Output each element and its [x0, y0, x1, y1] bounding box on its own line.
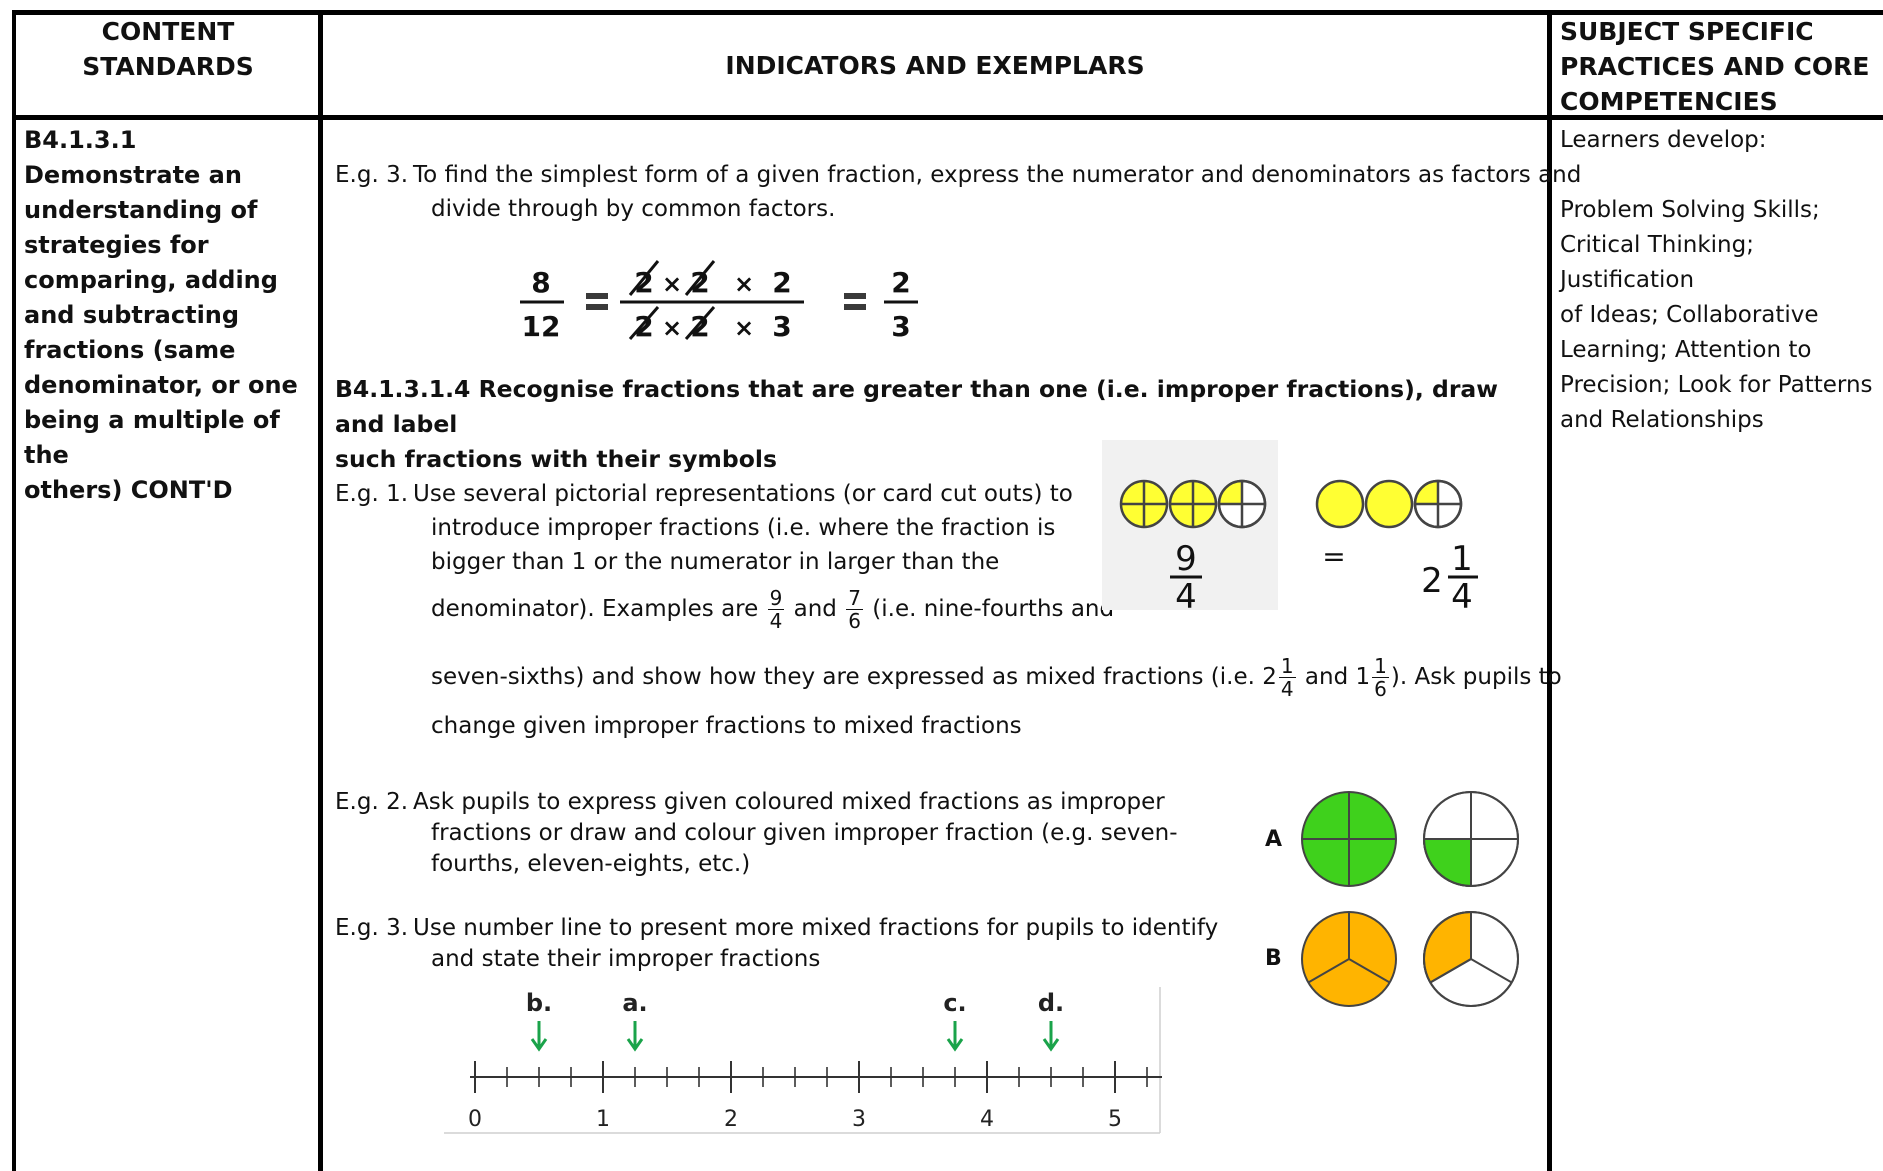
eq-mid-num-x2: ×: [734, 270, 754, 298]
example-number-line: E.g. 3. Use number line to present more …: [335, 915, 1219, 972]
example-coloured-fractions: E.g. 2. Ask pupils to express given colo…: [335, 789, 1178, 877]
row-label-b: B: [1265, 946, 1282, 971]
number-line-marker-label: c.: [943, 989, 966, 1017]
indicator-code: B4.1.3.1.4: [335, 375, 471, 403]
number-line-marker-label: b.: [526, 989, 552, 1017]
table-left-border: [12, 10, 16, 1171]
orange-whole-circle: [1301, 911, 1397, 1007]
number-line-marker-arrow: [626, 1021, 644, 1052]
eq-right-num: 2: [891, 266, 910, 299]
column-divider-1: [318, 10, 323, 1171]
number-line-tick-label: 2: [724, 1107, 738, 1132]
circles-right: [1315, 479, 1463, 529]
number-line-marker-label: a.: [622, 989, 647, 1017]
eq-left-den: 12: [522, 310, 561, 343]
number-line-marker-label: d.: [1038, 989, 1064, 1017]
figure-equals: =: [1322, 540, 1345, 573]
eq-mid-num-3: 2: [772, 266, 791, 299]
figure-left-num: 9: [1175, 539, 1197, 579]
cancel-strokes: [628, 260, 716, 340]
number-line-marker-arrow: [946, 1021, 964, 1052]
header-indicators: INDICATORS AND EXEMPLARS: [725, 51, 1145, 80]
eq-mid-den-x2: ×: [734, 314, 754, 342]
standard-code: B4.1.3.1: [24, 126, 137, 154]
eq-left-num: 8: [531, 266, 550, 299]
content-standard: B4.1.3.1 Demonstrate an understanding of…: [24, 123, 316, 508]
figure-left-den: 4: [1175, 577, 1197, 610]
quartered-circles-left: [1119, 479, 1267, 529]
green-whole-circle: [1301, 791, 1397, 887]
number-line-tick-label: 3: [852, 1107, 866, 1132]
competencies-text: Learners develop: Problem Solving Skills…: [1560, 127, 1873, 433]
figure-right-num: 1: [1451, 539, 1473, 579]
number-line: 0 1 2 3 4 5 b. a. c. d.: [442, 985, 1162, 1135]
coloured-fraction-figure: A B: [1265, 791, 1519, 1007]
number-line-tick-label: 0: [468, 1107, 482, 1132]
column-divider-2: [1547, 10, 1552, 1171]
number-line-tick-label: 1: [596, 1107, 610, 1132]
indicator-heading: B4.1.3.1.4 Recognise fractions that are …: [335, 375, 1498, 473]
figure-whole: 2: [1421, 561, 1443, 601]
eq-mid-num-x1: ×: [662, 270, 682, 298]
improper-fraction-figure: 9 4 = 2 1 4: [1102, 440, 1478, 610]
eq-mid-den-3: 3: [772, 310, 791, 343]
equals-signs: [586, 293, 866, 310]
simplification-equation: 8 12 2 × 2 × 2 2 × 2 × 3 2 3: [520, 260, 918, 343]
figure-right-den: 4: [1451, 577, 1473, 610]
orange-third-circle: [1423, 910, 1519, 1007]
number-line-marker-arrow: [530, 1021, 548, 1052]
eq-mid-den-x1: ×: [662, 314, 682, 342]
example-improper-fractions: E.g. 1. Use several pictorial representa…: [335, 481, 1562, 739]
green-quarter-circle: [1422, 791, 1519, 888]
number-line-tick-label: 5: [1108, 1107, 1122, 1132]
number-line-marker-arrow: [1042, 1021, 1060, 1052]
table-top-border: [12, 10, 1883, 15]
example-simplest-form: E.g. 3. To find the simplest form of a g…: [335, 162, 1582, 222]
row-label-a: A: [1265, 827, 1282, 852]
header-bottom-border: [12, 115, 1883, 120]
eq-right-den: 3: [891, 310, 910, 343]
number-line-tick-label: 4: [980, 1107, 994, 1132]
